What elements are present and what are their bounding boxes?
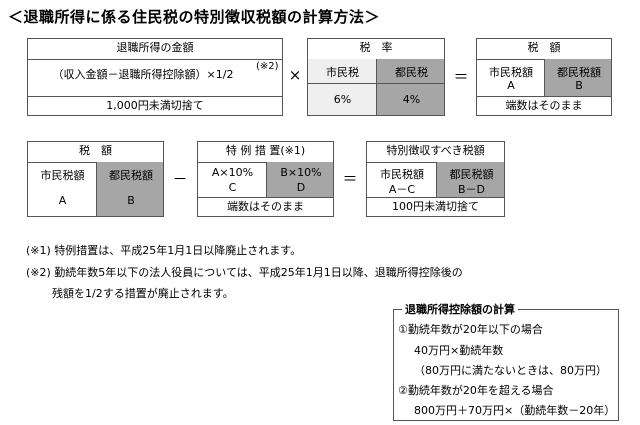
deduction-line-1: ①勤続年数が20年以下の場合 [398,323,543,336]
special-measure-footer: 端数はそのまま [198,197,333,216]
special-measure-box: 特 例 措 置(※1) A×10% B×10% C D 端数はそのまま [197,141,334,217]
special-city-formula: A×10% [211,166,254,179]
tax1-city-value: A [507,79,515,92]
deduction-line-2: 40万円×勤続年数 [414,344,504,357]
deduction-line-4: ②勤続年数が20年を超える場合 [398,384,554,397]
tax1-metro-value: B [575,79,583,92]
tax-box-1: 税 額 市民税額 都民税額 A B 端数はそのまま [476,38,612,116]
result-metro-label: 都民税額 [449,168,494,181]
tax1-metro-label: 都民税額 [557,66,601,79]
income-box: 退職所得の金額 （収入金額－退職所得控除額）×1/2 (※2) 1,000円未満… [27,38,283,116]
times-operator: × [288,66,302,84]
rate-box: 税 率 市民税 都民税 6% 4% [307,38,445,116]
deduction-calc-title: 退職所得控除額の計算 [402,301,518,317]
tax-box-2-header: 税 額 [28,142,163,163]
result-city-label: 市民税額 [380,168,424,181]
tax1-city-label: 市民税額 [489,66,533,79]
tax2-metro-label: 都民税額 [109,169,153,182]
rate-metro-value: 4% [402,93,421,106]
result-box-footer: 100円未満切捨て [367,197,504,216]
page-title: ＜退職所得に係る住民税の特別徴収税額の計算方法＞ [8,8,381,26]
deduction-line-5: 800万円＋70万円×（勤続年数－20年） [414,404,616,417]
result-city-value: A－C [388,183,416,196]
result-metro-value: B－D [457,183,486,196]
tax-box-2: 税 額 市民税額 都民税額 A B [27,141,164,217]
special-metro-value: D [296,181,306,194]
rate-city-label: 市民税 [326,66,359,79]
rate-metro-label: 都民税 [395,66,428,79]
tax2-metro-value: B [127,194,135,207]
special-measure-header: 特 例 措 置(※1) [198,142,333,163]
tax-box-1-header: 税 額 [477,39,611,60]
rate-city-value: 6% [333,93,352,106]
result-box: 特別徴収すべき税額 市民税額 都民税額 A－C B－D 100円未満切捨て [366,141,505,217]
note-1: (※1) 特例措置は、平成25年1月1日以降廃止されます。 [26,244,302,257]
deduction-line-3: （80万円に満たないときは、80万円） [414,364,607,377]
income-box-header: 退職所得の金額 [28,39,282,60]
special-metro-formula: B×10% [280,166,322,179]
tax2-city-label: 市民税額 [40,169,85,182]
income-box-footer: 1,000円未満切捨て [28,96,282,115]
special-city-value: C [228,181,237,194]
rate-box-header: 税 率 [308,39,444,60]
result-box-header: 特別徴収すべき税額 [367,142,504,163]
income-note-mark: (※2) [256,61,279,72]
tax2-city-value: A [58,194,67,207]
equals-operator-2: ＝ [342,170,358,188]
note-2: (※2) 勤続年数5年以下の法人役員については、平成25年1月1日以降、退職所得… [26,266,463,279]
minus-operator: － [172,170,188,188]
income-formula: （収入金額－退職所得控除額）×1/2 [52,68,234,81]
note-2-continued: 残額を1/2する措置が廃止されます。 [52,287,234,300]
deduction-calc-box: ①勤続年数が20年以下の場合 40万円×勤続年数 （80万円に満たないときは、8… [393,309,619,421]
equals-operator-1: ＝ [453,68,469,86]
tax-box-1-footer: 端数はそのまま [477,96,611,115]
